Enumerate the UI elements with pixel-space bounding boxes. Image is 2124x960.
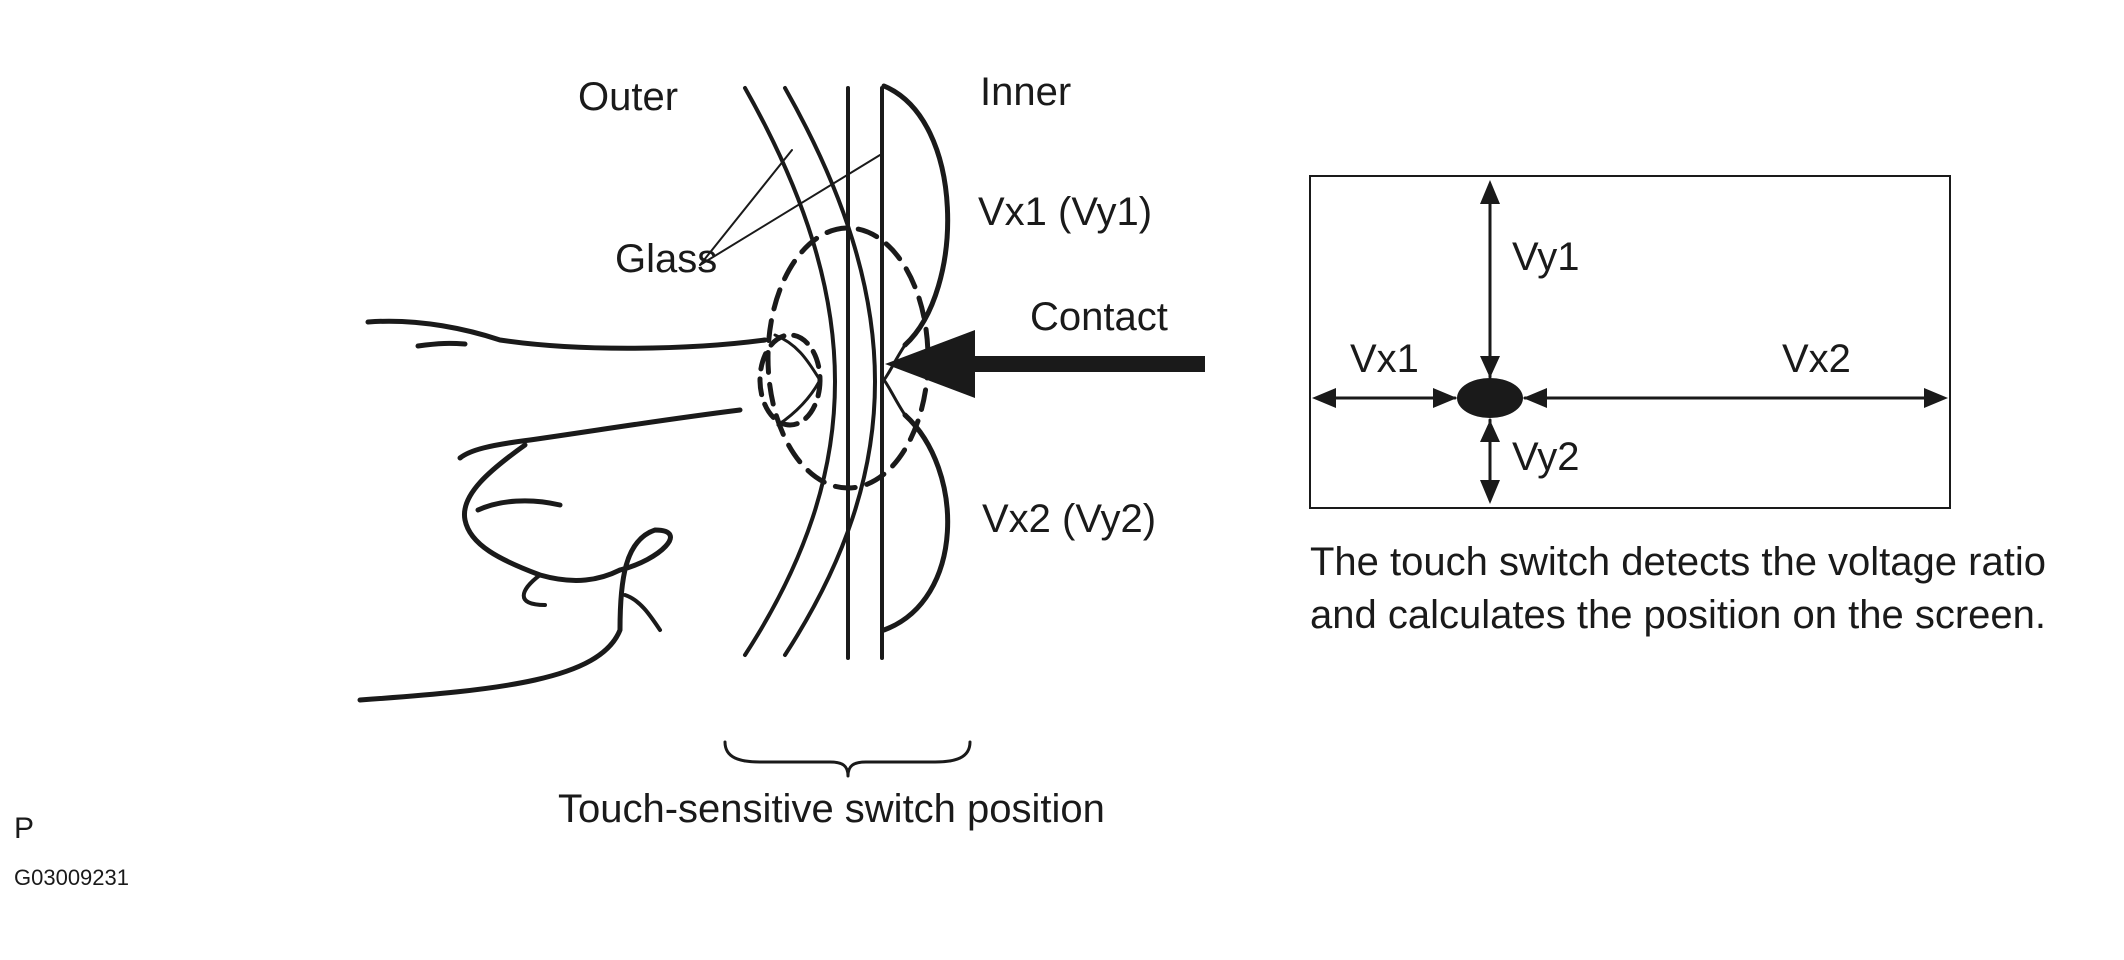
upper-resistance-curve xyxy=(881,83,951,348)
figure-code: G03009231 xyxy=(14,865,129,890)
corner-letter: P xyxy=(14,812,34,845)
vx2-vy2-label: Vx2 (Vy2) xyxy=(982,497,1156,541)
screen-vx2-label: Vx2 xyxy=(1782,337,1851,381)
inner-label: Inner xyxy=(980,70,1071,114)
vx1-vy1-label: Vx1 (Vy1) xyxy=(978,190,1152,234)
screen-vy2-label: Vy2 xyxy=(1512,435,1579,479)
glass-cross-section xyxy=(743,83,951,660)
switch-position-brace xyxy=(723,740,972,778)
glass-leader-lines xyxy=(699,149,881,266)
contact-zone-small-dashed xyxy=(757,332,823,428)
glass-label: Glass xyxy=(615,237,717,281)
vy1-arrowhead-top xyxy=(1480,180,1500,204)
vy2-arrowhead-top xyxy=(1480,420,1500,442)
description-line-1: The touch switch detects the voltage rat… xyxy=(1310,540,2046,584)
vx2-arrowhead-left xyxy=(1523,388,1547,408)
contact-point-right xyxy=(882,343,907,417)
contact-arrow xyxy=(885,330,1205,398)
screen-vx1-label: Vx1 xyxy=(1350,337,1419,381)
screen-schematic xyxy=(1309,175,1951,509)
vx1-arrowhead-left xyxy=(1312,388,1336,408)
screen-vy1-label: Vy1 xyxy=(1512,235,1579,279)
vx1-arrowhead-right xyxy=(1433,388,1457,408)
glass-outer-layer-1 xyxy=(743,86,837,657)
lower-resistance-curve xyxy=(881,412,951,633)
contact-point-marker xyxy=(1457,378,1523,418)
description-line-2: and calculates the position on the scree… xyxy=(1310,593,2046,637)
switch-position-caption: Touch-sensitive switch position xyxy=(558,787,1105,831)
finger-illustration xyxy=(357,318,768,703)
vy1-arrowhead-bottom xyxy=(1480,356,1500,378)
screen-frame xyxy=(1309,175,1951,509)
outer-label: Outer xyxy=(578,75,678,119)
glass-outer-layer-2 xyxy=(783,86,877,657)
vx2-arrowhead-right xyxy=(1924,388,1948,408)
vy2-arrowhead-bottom xyxy=(1480,480,1500,504)
contact-label: Contact xyxy=(1030,295,1168,339)
